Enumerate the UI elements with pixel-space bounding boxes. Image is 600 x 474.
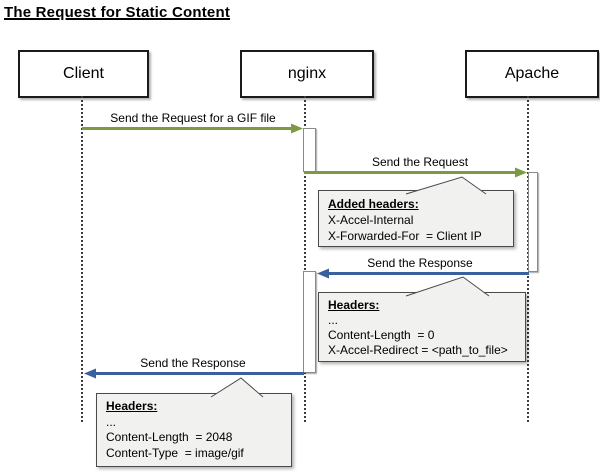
actor-box-apache: Apache bbox=[465, 50, 599, 98]
note-headers-upstream: Headers: ... Content-Length = 0 X-Accel-… bbox=[318, 292, 526, 362]
arrowhead-request-gif bbox=[291, 123, 303, 134]
note-headers-client: Headers: ... Content-Length = 2048 Conte… bbox=[96, 393, 292, 467]
actor-box-nginx: nginx bbox=[240, 50, 374, 98]
message-label-request-upstream: Send the Request bbox=[371, 155, 469, 169]
note-line: X-Accel-Internal bbox=[328, 213, 414, 227]
actor-label-nginx: nginx bbox=[287, 65, 327, 82]
actor-label-client: Client bbox=[63, 65, 104, 82]
note-line: Content-Length = 2048 bbox=[106, 430, 233, 444]
message-label-response-upstream: Send the Response bbox=[367, 256, 473, 270]
note-heading: Added headers: bbox=[328, 197, 419, 211]
note-line: ... bbox=[106, 414, 117, 429]
note-line: ... bbox=[328, 313, 339, 327]
note-added-headers: Added headers: X-Accel-Internal X-Forwar… bbox=[318, 190, 514, 247]
note-line: X-Forwarded-For = Client IP bbox=[328, 229, 482, 243]
lifeline-client bbox=[81, 96, 83, 422]
arrowhead-request-upstream bbox=[515, 167, 527, 178]
actor-box-client: Client bbox=[18, 50, 149, 98]
page-title: The Request for Static Content bbox=[4, 4, 231, 21]
message-label-response-client: Send the Response bbox=[140, 356, 246, 370]
activation-apache bbox=[528, 172, 538, 272]
activation-nginx-response bbox=[303, 271, 316, 373]
message-label-request-gif: Send the Request for a GIF file bbox=[110, 111, 276, 125]
lifeline-nginx bbox=[304, 96, 306, 422]
actor-label-apache: Apache bbox=[504, 65, 560, 82]
arrowhead-response-client bbox=[84, 368, 96, 379]
note-line: X-Accel-Redirect = <path_to_file> bbox=[328, 343, 508, 357]
note-heading: Headers: bbox=[106, 399, 158, 413]
note-heading: Headers: bbox=[328, 298, 380, 312]
note-line: Content-Type = image/gif bbox=[106, 445, 244, 460]
arrowhead-response-upstream bbox=[317, 268, 329, 279]
note-line: Content-Length = 0 bbox=[328, 328, 435, 342]
